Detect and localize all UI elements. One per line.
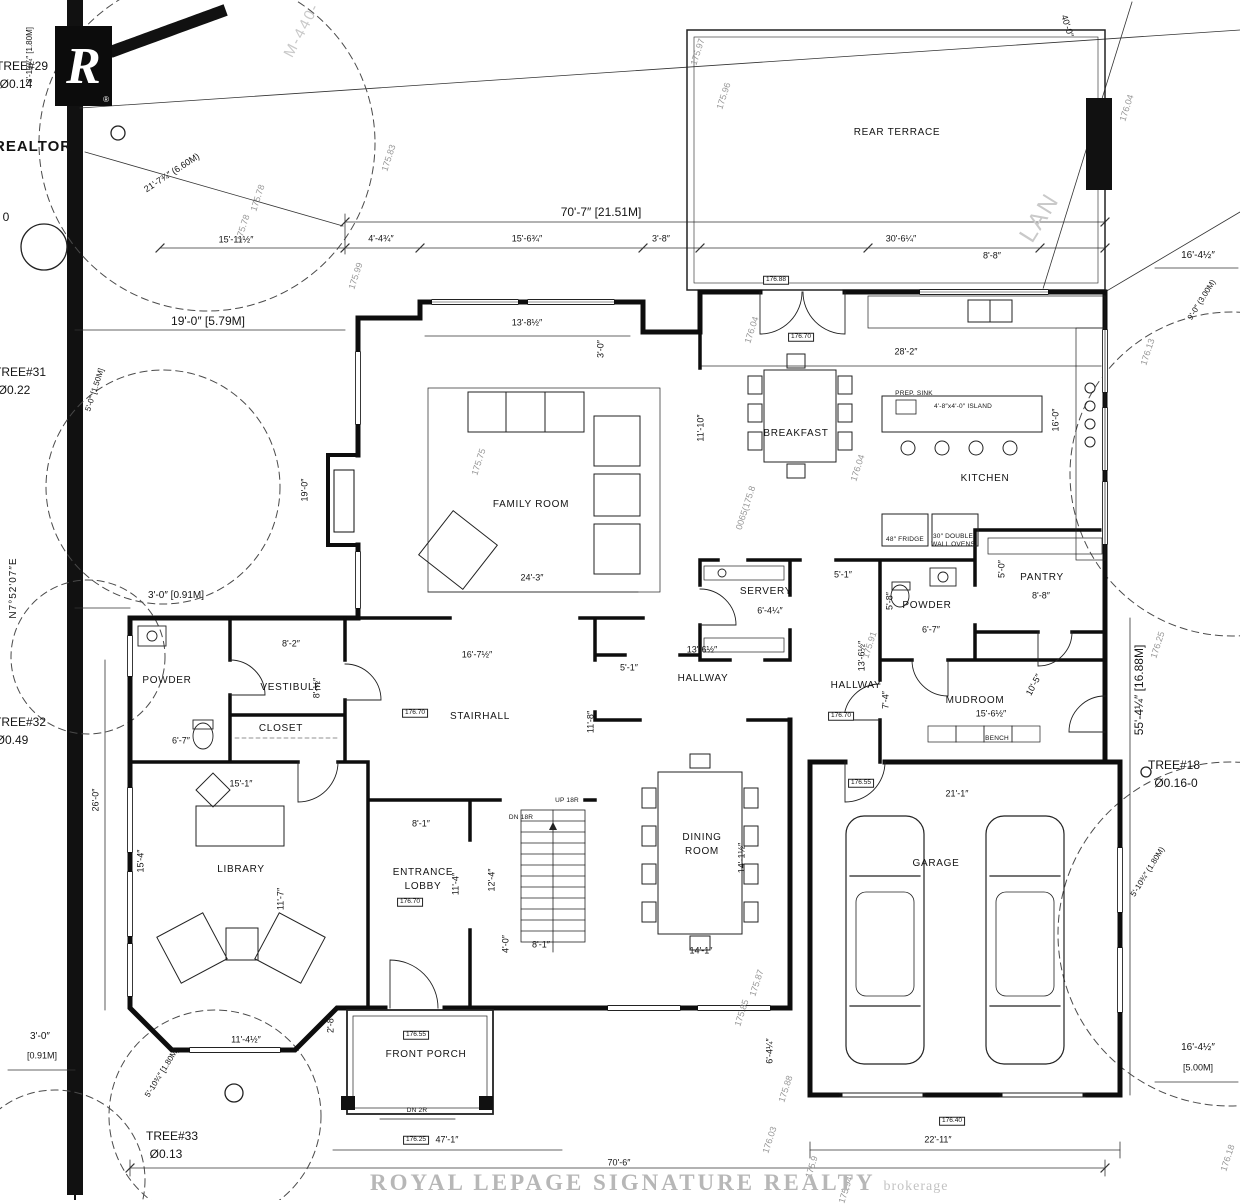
furniture-dining xyxy=(641,753,759,951)
stairs xyxy=(520,809,586,953)
rear-terrace-outline xyxy=(686,29,1112,291)
interior-walls xyxy=(128,330,1107,1010)
windows xyxy=(126,288,1124,1098)
brokerage-watermark-suffix: brokerage xyxy=(883,1179,949,1194)
lot-line-north xyxy=(108,4,228,58)
furniture-family-room xyxy=(417,387,661,593)
registered-mark-icon: ® xyxy=(103,95,109,104)
car xyxy=(845,815,925,1065)
brokerage-watermark: ROYAL LEPAGE SIGNATURE REALTY brokerage xyxy=(370,1170,947,1196)
realtor-logo: R ® xyxy=(55,26,112,106)
realtor-wordmark: REALTOR xyxy=(0,138,73,155)
tree-trunk-circles xyxy=(20,125,1152,1103)
car xyxy=(985,815,1065,1065)
furniture-library xyxy=(156,772,326,984)
furniture-breakfast xyxy=(747,353,853,479)
chimney xyxy=(326,453,360,547)
dimension-lines xyxy=(7,213,1239,1177)
brokerage-watermark-text: ROYAL LEPAGE SIGNATURE REALTY xyxy=(370,1170,875,1195)
exterior-walls xyxy=(127,289,1123,1098)
realtor-logo-letter: R xyxy=(66,37,101,95)
outdoor-fireplace xyxy=(1086,98,1112,190)
survey-tie-lines xyxy=(79,1,1240,293)
plumbing-fixtures xyxy=(137,537,1103,750)
furniture-kitchen xyxy=(867,295,1106,561)
front-porch-outline xyxy=(341,1009,494,1120)
door-swings xyxy=(229,291,1106,1009)
